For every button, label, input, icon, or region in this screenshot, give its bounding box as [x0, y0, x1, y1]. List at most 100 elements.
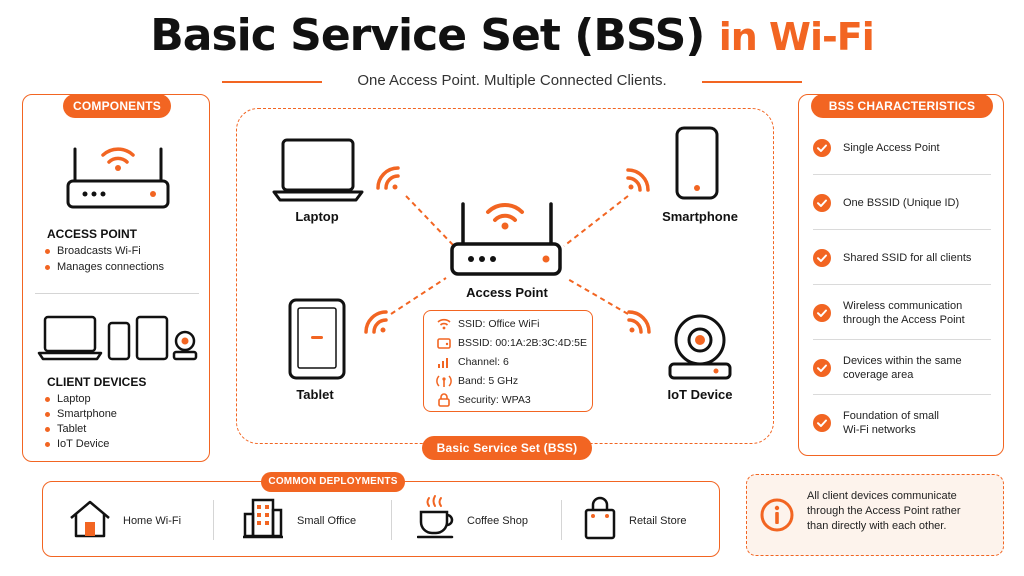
characteristic-item: One BSSID (Unique ID): [813, 178, 993, 228]
house-icon: [70, 500, 110, 538]
client-devices-heading: CLIENT DEVICES: [47, 375, 147, 389]
characteristic-line: One BSSID (Unique ID): [843, 197, 960, 209]
router-small-icon: [437, 338, 451, 349]
characteristic-line: Foundation of small: [843, 410, 939, 422]
title-main: Basic Service Set (BSS): [150, 10, 705, 61]
page-title: Basic Service Set (BSS) in Wi-Fi: [0, 6, 1024, 67]
client-devices-icon: [37, 315, 198, 361]
characteristic-line: Wireless communication: [843, 300, 963, 312]
bssid-text: BSSID: 00:1A:2B:3C:4D:5E: [458, 337, 587, 349]
wifi-icon: [626, 168, 650, 192]
deployment-label: Coffee Shop: [467, 515, 528, 527]
characteristic-text: Shared SSID for all clients: [843, 233, 993, 283]
smartphone-icon: [675, 126, 719, 200]
characteristic-line: Single Access Point: [843, 142, 940, 154]
deployment-office: Small Office: [243, 482, 393, 558]
note-line: All client devices communicate: [807, 490, 957, 502]
subtitle-row: One Access Point. Multiple Connected Cli…: [0, 70, 1024, 92]
shopping-bag-icon: [584, 496, 616, 540]
deployment-divider: [561, 500, 562, 540]
components-pill: COMPONENTS: [63, 94, 171, 118]
characteristic-text: Single Access Point: [843, 123, 993, 173]
note-line: than directly with each other.: [807, 520, 947, 532]
components-panel: COMPONENTS ACCESS POINT Broadcasts Wi-Fi…: [22, 94, 210, 462]
characteristic-item: Shared SSID for all clients: [813, 233, 993, 283]
deployment-coffee: Coffee Shop: [417, 482, 567, 558]
deployments-pill: COMMON DEPLOYMENTS: [261, 472, 405, 492]
bss-diagram: [272, 126, 732, 380]
antenna-icon: [436, 375, 452, 387]
coffee-cup-icon: [417, 495, 454, 539]
characteristic-divider: [813, 229, 991, 230]
characteristic-line: Shared SSID for all clients: [843, 252, 972, 264]
check-icon: [813, 359, 831, 377]
smartphone-label: Smartphone: [662, 209, 738, 224]
characteristic-text: Wireless communication through the Access…: [843, 288, 993, 338]
wifi-icon: [437, 318, 451, 330]
laptop-icon: [272, 138, 364, 202]
deployment-store: Retail Store: [583, 482, 719, 558]
channel-text: Channel: 6: [458, 356, 509, 368]
note-box: All client devices communicate through t…: [746, 474, 1004, 556]
title-accent: in Wi-Fi: [718, 15, 875, 59]
link-iot: [565, 277, 629, 315]
characteristic-divider: [813, 174, 991, 175]
check-icon: [813, 194, 831, 212]
subtitle: One Access Point. Multiple Connected Cli…: [357, 72, 667, 89]
tablet-icon: [288, 298, 346, 380]
characteristic-divider: [813, 339, 991, 340]
check-icon: [813, 414, 831, 432]
deployment-label: Small Office: [297, 515, 357, 527]
band-text: Band: 5 GHz: [458, 375, 519, 387]
access-point-heading: ACCESS POINT: [47, 227, 138, 241]
link-laptop: [405, 195, 455, 247]
deployment-divider: [213, 500, 214, 540]
access-point-bullet: Broadcasts Wi-Fi: [43, 244, 141, 259]
characteristic-line: coverage area: [843, 369, 914, 381]
deployment-divider: [391, 500, 392, 540]
check-icon: [813, 304, 831, 322]
security-text: Security: WPA3: [458, 394, 531, 406]
tablet-label: Tablet: [296, 387, 334, 402]
client-device-bullet: Smartphone: [43, 407, 117, 422]
characteristics-pill: BSS CHARACTERISTICS: [811, 94, 993, 118]
ssid-text: SSID: Office WiFi: [458, 318, 540, 330]
characteristic-divider: [813, 284, 991, 285]
characteristic-line: through the Access Point: [843, 314, 965, 326]
subtitle-rule-right: [702, 81, 802, 83]
bss-label-pill: Basic Service Set (BSS): [422, 436, 592, 460]
network-info-card: SSID: Office WiFi BSSID: 00:1A:2B:3C:4D:…: [423, 310, 593, 412]
wifi-icon: [627, 310, 651, 334]
wifi-icon: [364, 310, 388, 334]
check-icon: [813, 139, 831, 157]
note-text: All client devices communicate through t…: [807, 489, 987, 534]
router-icon: [66, 147, 170, 209]
deployment-home: Home Wi-Fi: [67, 482, 217, 558]
link-smartphone: [563, 195, 629, 247]
camera-icon: [668, 314, 732, 380]
laptop-label: Laptop: [295, 209, 339, 224]
lock-icon: [438, 393, 450, 407]
client-device-bullet: Laptop: [43, 392, 91, 407]
characteristic-divider: [813, 394, 991, 395]
access-point-label: Access Point: [466, 285, 548, 300]
wifi-icon: [376, 166, 400, 190]
client-device-bullet: IoT Device: [43, 437, 109, 452]
info-icon: [760, 498, 794, 532]
building-icon: [243, 498, 283, 539]
characteristic-line: Wi-Fi networks: [843, 424, 916, 436]
components-divider: [35, 293, 199, 294]
subtitle-rule-left: [222, 81, 322, 83]
access-point-bullet: Manages connections: [43, 260, 164, 275]
iot-device-label: IoT Device: [667, 387, 733, 402]
deployment-label: Home Wi-Fi: [123, 515, 182, 527]
characteristic-item: Single Access Point: [813, 123, 993, 173]
router-icon: [450, 202, 562, 276]
signal-bars-icon: [438, 358, 448, 368]
characteristic-text: One BSSID (Unique ID): [843, 178, 993, 228]
